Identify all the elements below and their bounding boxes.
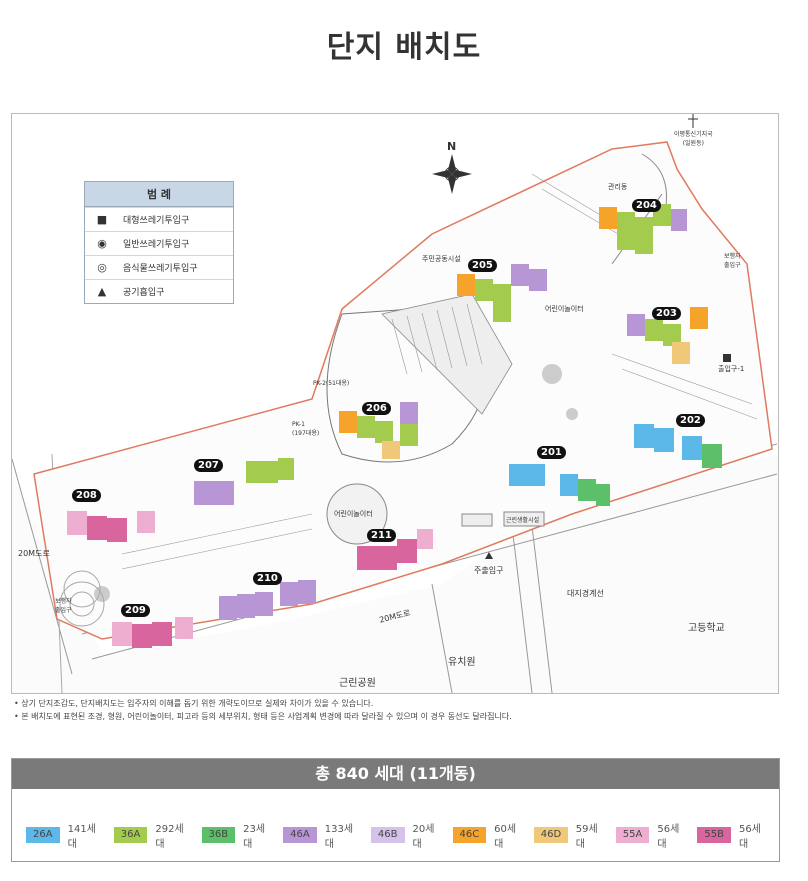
park-label: 근린공원 [339, 678, 376, 689]
unit-type-count: 60세대 [494, 824, 517, 850]
unit-type-count: 59세대 [575, 824, 598, 850]
legend-label: 대형쓰레기투입구 [123, 216, 190, 226]
food-waste-icon: ◎ [97, 261, 107, 274]
building-number-201: 201 [537, 446, 566, 459]
unit-type-chip-46A: 46A [283, 827, 317, 843]
legend-row: ▲ 공기흡입구 [85, 279, 233, 303]
compass-label: N [447, 140, 457, 153]
building-number-207: 207 [194, 459, 223, 472]
legend-row: ◎ 음식물쓰레기투입구 [85, 255, 233, 279]
site-plan-map: 201 202 203 204 205 206 207 208 209 210 211 N 이평통신… [11, 113, 779, 694]
main-entrance-label: 주출입구 [474, 566, 504, 575]
unit-type-chip-55A: 55A [615, 827, 650, 843]
site-plan-drawing [12, 114, 778, 693]
playground2-label: 어린이놀이터 [545, 305, 584, 313]
legend-label: 음식물쓰레기투입구 [123, 264, 198, 274]
unit-summary: 총 840 세대 (11개동) 26A 141세대 36A 292세대 36B 23세대 4… [11, 758, 780, 862]
top-right-label: 이평통신기지국 (일원동) [674, 131, 713, 147]
unit-type-count: 23세대 [243, 824, 266, 850]
building-number-202: 202 [676, 414, 705, 427]
page-title: 단지 배치도 [326, 30, 482, 65]
school-label: 고등학교 [688, 623, 725, 634]
legend-label: 일반쓰레기투입구 [123, 240, 190, 250]
building-number-210: 210 [253, 572, 282, 585]
unit-type-chip-36A: 36A [113, 827, 148, 843]
playground-label: 어린이놀이터 [334, 510, 373, 518]
summary-header: 총 840 세대 (11개동) [12, 759, 779, 789]
building-number-211: 211 [367, 529, 396, 542]
pedestrian-left-label: 보행자 출입구 [55, 598, 72, 614]
large-waste-icon: ■ [96, 213, 108, 226]
boundary-label: 대지경계선 [567, 589, 604, 598]
building-number-206: 206 [362, 402, 391, 415]
building-number-203: 203 [652, 307, 681, 320]
unit-type-count: 292세대 [155, 824, 184, 850]
unit-type-count: 56세대 [657, 824, 680, 850]
building-number-208: 208 [72, 489, 101, 502]
unit-type-chip-55B: 55B [697, 827, 732, 843]
note-2: • 본 배치도에 표현된 조경, 형원, 어린이놀이터, 피고라 등의 세부위치… [14, 712, 512, 721]
building-number-209: 209 [121, 604, 150, 617]
legend-label: 공기흡입구 [123, 288, 165, 298]
unit-type-count: 141세대 [67, 824, 96, 850]
sub-entrance-label: 출입구-1 [718, 365, 745, 373]
notes: • 상기 단지조감도, 단지배치도는 입주자의 이해를 돕기 위한 개략도이므로… [14, 697, 512, 723]
unit-type-count: 20세대 [412, 824, 435, 850]
general-waste-icon: ◉ [97, 237, 107, 250]
legend-header: 범 례 [85, 182, 233, 207]
unit-type-chip-46B: 46B [370, 827, 405, 843]
building-number-205: 205 [468, 259, 497, 272]
shed1-label: 관리동 [608, 183, 628, 191]
pk2-label: PK-2(51대용) [313, 380, 350, 387]
legend-row: ◉ 일반쓰레기투입구 [85, 231, 233, 255]
unit-type-chip-46C: 46C [452, 827, 487, 843]
air-intake-icon: ▲ [97, 285, 107, 298]
building-number-204: 204 [632, 199, 661, 212]
pedestrian-right-label: 보행자 출입구 [724, 253, 741, 269]
legend-box: 범 례 ■ 대형쓰레기투입구 ◉ 일반쓰레기투입구 ◎ 음식물쓰레기투입구 ▲ … [84, 181, 234, 304]
unit-type-count: 133세대 [324, 824, 354, 850]
kindergarten-label: 유치원 [448, 657, 476, 668]
legend-row: ■ 대형쓰레기투입구 [85, 207, 233, 231]
note-1: • 상기 단지조감도, 단지배치도는 입주자의 이해를 돕기 위한 개략도이므로… [14, 699, 374, 708]
unit-type-chip-46D: 46D [534, 827, 568, 843]
road-left-label: 20M도로 [18, 549, 50, 558]
unit-type-chip-26A: 26A [26, 827, 60, 843]
shed2-label: 주민공동시설 [422, 255, 461, 263]
facility-label: 근린생활시설 [506, 517, 540, 524]
unit-type-count: 56세대 [739, 824, 761, 850]
unit-type-list: 26A 141세대 36A 292세대 36B 23세대 46A 133세대 46B 20세대 46… [12, 789, 779, 850]
unit-type-chip-36B: 36B [201, 827, 236, 843]
pk1-label: PK-1 (197대용) [292, 421, 320, 437]
